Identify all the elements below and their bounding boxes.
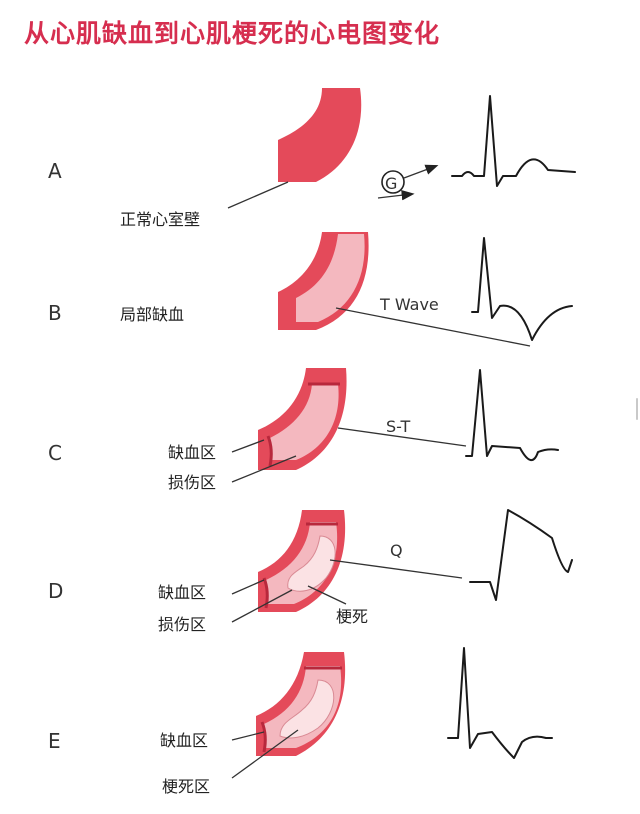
row-letter: A [48, 159, 62, 183]
row-d: D Q 缺血区 损伤区 梗死 [48, 509, 573, 634]
injury-band [262, 577, 269, 609]
zone-label: 缺血区 [158, 583, 206, 602]
row-letter: D [48, 579, 63, 603]
ecg-trace [465, 369, 559, 461]
annotation-label: Q [390, 541, 403, 560]
zone-label: 缺血区 [168, 443, 216, 462]
page-title: 从心肌缺血到心肌梗死的心电图变化 [24, 19, 441, 48]
scrollbar[interactable] [636, 398, 638, 420]
annotation-label: S-T [386, 417, 410, 436]
arrow-icon [377, 190, 415, 201]
zone-label: 局部缺血 [120, 305, 184, 324]
zone-label: 损伤区 [168, 473, 216, 492]
row-a: A 正常心室壁 G [48, 88, 576, 229]
zone-label: 损伤区 [158, 615, 206, 634]
ecg-trace [451, 95, 576, 187]
row-letter: E [48, 729, 61, 753]
ischemic-zone [270, 384, 339, 460]
electrode-icon [381, 170, 405, 194]
ecg-trace [447, 647, 553, 759]
heart-wall-normal [278, 88, 362, 182]
annotation-label: G [385, 174, 397, 193]
infarct-zone [287, 535, 336, 592]
zone-label: 缺血区 [160, 731, 208, 750]
row-letter: B [48, 301, 62, 325]
row-b: B T Wave 局部缺血 [48, 232, 573, 347]
ecg-trace [471, 237, 573, 341]
zone-label: 梗死 [336, 607, 368, 626]
ecg-trace [469, 509, 573, 601]
injury-band [266, 435, 273, 467]
arrow-icon [403, 164, 439, 179]
zone-label: 梗死区 [162, 777, 210, 796]
row-letter: C [48, 441, 62, 465]
zone-label: 正常心室壁 [120, 210, 200, 229]
injury-band [260, 721, 267, 753]
row-e: E 缺血区 梗死区 [48, 647, 553, 796]
annotation-label: T Wave [379, 295, 439, 314]
infarct-zone [279, 679, 335, 739]
row-c: C S-T 缺血区 损伤区 [48, 368, 559, 492]
ischemic-zone [296, 234, 365, 322]
